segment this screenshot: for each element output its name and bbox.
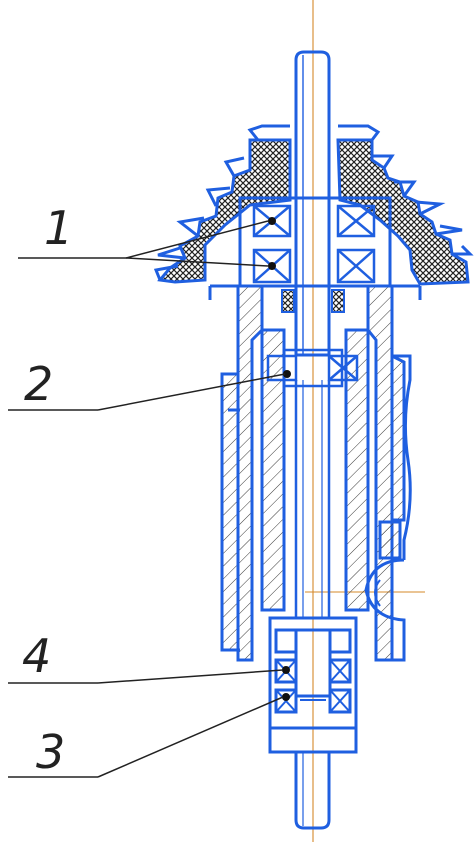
lower-bearing-assembly	[268, 616, 358, 754]
callout-label-2: 2	[24, 357, 53, 411]
callout-labels: 1 2 4 3	[22, 201, 73, 779]
middle-bearing-ball	[283, 370, 291, 378]
housing-right-outer	[390, 353, 406, 522]
callout-leaders	[8, 220, 286, 778]
callout-label-1: 1	[44, 201, 73, 255]
finned-cover	[153, 124, 474, 286]
callout-label-3: 3	[36, 725, 65, 779]
callout-label-4: 4	[22, 629, 51, 683]
inner-sleeve-left	[260, 328, 286, 612]
upper-bearing-balls	[268, 217, 276, 270]
inner-sleeve-right	[344, 328, 370, 612]
upper-bearing-housing	[208, 196, 422, 300]
lower-bearing-balls	[282, 666, 290, 701]
main-shaft	[294, 50, 331, 357]
housing-left-wall	[236, 284, 264, 662]
middle-bearing	[266, 348, 359, 388]
main-housing	[220, 284, 406, 662]
housing-right-profile	[364, 354, 412, 662]
upper-bearing-right	[336, 204, 376, 284]
cover-right-fill	[336, 138, 470, 286]
upper-seals	[281, 289, 345, 313]
housing-left-outer	[220, 372, 240, 652]
shaft-bottom-end	[294, 752, 331, 830]
cover-left-fill	[157, 138, 292, 284]
